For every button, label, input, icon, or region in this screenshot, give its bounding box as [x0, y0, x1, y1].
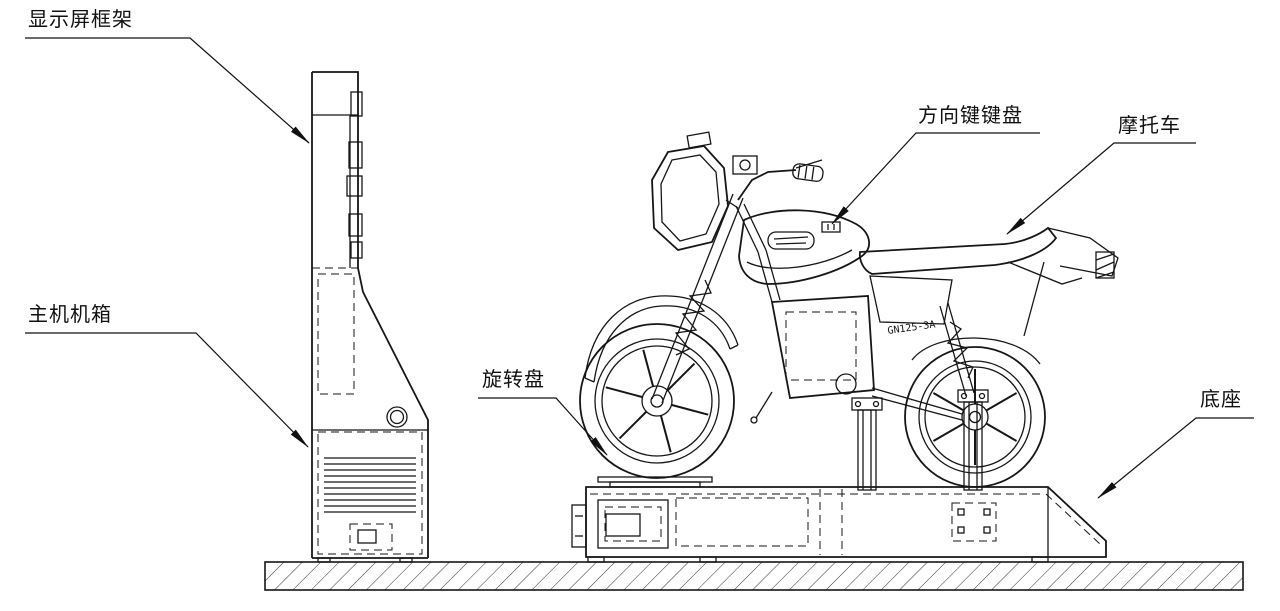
vent-grille — [324, 457, 416, 513]
grab-rail — [1007, 261, 1083, 285]
seat-tail — [858, 226, 1119, 365]
engine-block — [770, 295, 875, 399]
tail-light — [1095, 251, 1115, 279]
rotating-disc — [597, 476, 713, 488]
base-foot — [587, 556, 605, 563]
frame-engine — [735, 203, 963, 424]
direction-keypad — [821, 221, 841, 233]
label-main-chassis: 主机机箱 — [28, 302, 112, 326]
front-turn-signal — [686, 131, 712, 149]
base-platform — [571, 486, 1107, 563]
base-foot — [699, 556, 717, 563]
ground-hatch — [264, 561, 1244, 591]
shock-spring — [946, 321, 974, 379]
cabinet-top-column — [312, 71, 359, 268]
base-foot — [1031, 556, 1049, 563]
leader-main-chassis — [25, 332, 309, 448]
label-base: 底座 — [1200, 387, 1242, 411]
connector-blocks — [346, 91, 363, 259]
headlight — [651, 131, 729, 251]
leader-motorcycle — [1006, 142, 1196, 235]
leader-display-frame — [25, 37, 310, 144]
chassis-dashed-outline — [317, 431, 423, 555]
label-direction-keypad: 方向键键盘 — [918, 103, 1023, 127]
rear-wheel — [904, 346, 1046, 488]
base-bolt-plate — [951, 502, 997, 542]
inner-panel-dashed — [317, 273, 355, 395]
port-knob — [386, 406, 408, 428]
support-post-front — [851, 397, 883, 491]
base-left-fitting — [571, 504, 587, 548]
front-wheel — [579, 323, 735, 479]
cabinet-slant-edge — [357, 267, 429, 558]
throttle-grip — [792, 163, 824, 182]
swingarm — [871, 387, 963, 415]
base-box-middle — [675, 497, 809, 547]
front-spokes — [605, 349, 709, 453]
base-box-left — [597, 499, 669, 549]
front-fork — [651, 193, 744, 404]
handlebar — [732, 155, 824, 201]
front-fender — [584, 295, 739, 383]
cabinet-foot — [399, 557, 413, 563]
leader-lines — [25, 37, 1254, 499]
label-display-frame: 显示屏框架 — [28, 7, 133, 31]
instrument-cluster — [732, 155, 758, 175]
label-rotating-disc: 旋转盘 — [482, 367, 545, 391]
side-cover — [869, 275, 953, 325]
shift-lever — [755, 391, 773, 419]
support-post-rear — [957, 389, 989, 491]
cabinet — [311, 71, 429, 563]
leader-rotating-disc — [478, 397, 608, 456]
motorcycle: GN125-3A — [579, 131, 1119, 491]
fork-spring — [674, 279, 712, 356]
cabinet-foot — [317, 557, 331, 563]
ground — [264, 561, 1244, 591]
rear-shock — [939, 302, 975, 397]
leader-base — [1097, 417, 1254, 499]
tank-logo — [767, 231, 815, 250]
leader-direction-keypad — [831, 132, 1040, 225]
seat — [858, 226, 1058, 275]
fuel-tank — [738, 209, 870, 285]
rear-rack — [1047, 227, 1119, 277]
label-motorcycle: 摩托车 — [1118, 113, 1181, 137]
rear-spokes — [932, 369, 1018, 465]
rear-fender — [911, 337, 1041, 365]
